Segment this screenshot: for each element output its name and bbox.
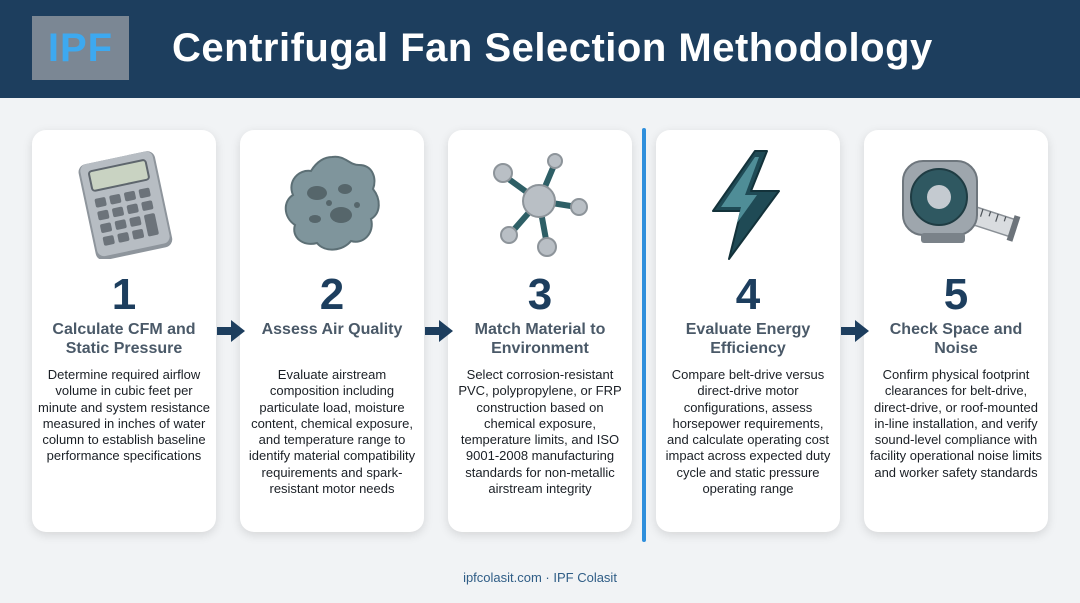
- step-card-5: 5 Check Space and Noise Confirm physical…: [864, 130, 1048, 532]
- step-description: Evaluate airstream composition including…: [248, 367, 416, 497]
- step-number: 3: [527, 270, 553, 319]
- step-description: Compare belt-drive versus direct-drive m…: [665, 367, 831, 497]
- step-title: Calculate CFM and Static Pressure: [52, 321, 196, 357]
- arrow-right-icon: [841, 320, 869, 342]
- section-divider: [642, 128, 646, 542]
- step-description: Determine required airflow volume in cub…: [38, 367, 210, 464]
- company-logo: IPF: [32, 16, 129, 80]
- step-number: 1: [111, 270, 137, 319]
- step-card-4: 4 Evaluate Energy Efficiency Compare bel…: [656, 130, 840, 532]
- step-number: 4: [735, 270, 761, 319]
- header-banner: IPF Centrifugal Fan Selection Methodolog…: [0, 0, 1080, 98]
- particulate-icon: [240, 144, 424, 264]
- tape-measure-icon: [864, 144, 1048, 264]
- step-number: 5: [943, 270, 969, 319]
- molecule-icon: [448, 144, 632, 264]
- step-title: Assess Air Quality: [261, 321, 403, 338]
- step-card-2: 2 Assess Air Quality Evaluate airstream …: [240, 130, 424, 532]
- step-description: Select corrosion-resistant PVC, polyprop…: [458, 367, 622, 497]
- step-description: Confirm physical footprint clearances fo…: [870, 367, 1042, 480]
- step-card-3: 3 Match Material to Environment Select c…: [448, 130, 632, 532]
- lightning-bolt-icon: [656, 144, 840, 264]
- step-card-1: 1 Calculate CFM and Static Pressure Dete…: [32, 130, 216, 532]
- step-number: 2: [319, 270, 345, 319]
- calculator-icon: [32, 144, 216, 264]
- step-title: Check Space and Noise: [889, 321, 1023, 357]
- arrow-right-icon: [425, 320, 453, 342]
- page-title: Centrifugal Fan Selection Methodology: [172, 26, 933, 70]
- arrow-right-icon: [217, 320, 245, 342]
- step-title: Evaluate Energy Efficiency: [685, 321, 811, 357]
- footer-credit: ipfcolasit.com · IPF Colasit: [463, 570, 617, 585]
- step-title: Match Material to Environment: [474, 321, 606, 357]
